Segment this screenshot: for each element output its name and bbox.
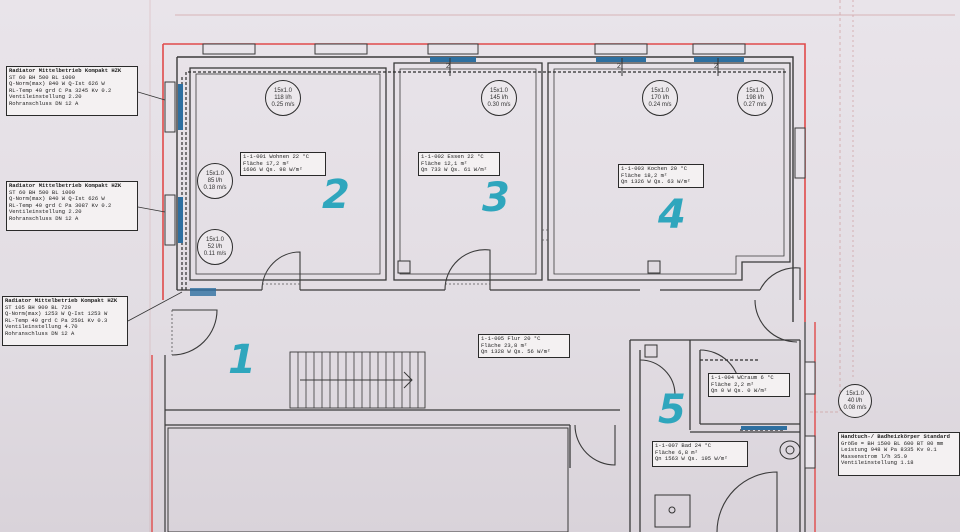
pipe-mark-3: 2 [714, 63, 718, 70]
heating-pipes [181, 71, 788, 431]
room-label-wcraum: 1-1-004 WCraum 6 °C Fläche 2,2 m² Qn 0 W… [708, 373, 790, 397]
room-walls [165, 62, 801, 532]
room-number-3: 3 [482, 175, 510, 221]
radiators [178, 57, 787, 430]
flow-circle-6: 15x1.0 198 l/h 0.27 m/s [737, 80, 773, 116]
flow-circle-5: 15x1.0 170 l/h 0.24 m/s [642, 80, 678, 116]
outer-walls [151, 43, 816, 532]
room-label-flur: 1-1-005 Flur 20 °C Fläche 23,8 m² Qn 132… [478, 334, 570, 358]
stairs [289, 351, 426, 409]
flow-circle-1: 15x1.0 118 l/h 0.25 m/s [265, 80, 301, 116]
room-label-essen: 1-1-002 Essen 22 °C Fläche 12,1 m² Qn 73… [418, 152, 500, 176]
leader-lines [127, 91, 183, 322]
room-number-5: 5 [658, 387, 686, 433]
radiator-label-4: Handtuch-/ Badheizkörper Standard Größe … [838, 432, 960, 476]
room-number-2: 2 [322, 172, 350, 218]
construction-lines [149, 0, 955, 532]
room-number-4: 4 [658, 192, 686, 238]
pipe-mark-2: 2 [617, 63, 621, 70]
room-label-kochen: 1-1-003 Kochen 20 °C Fläche 18,2 m² Qn 1… [618, 164, 704, 188]
room-label-wohnen: 1-1-001 Wohnen 22 °C Fläche 17,2 m² 1606… [240, 152, 326, 176]
pipe-mark-1: 2 [446, 63, 450, 70]
radiator-label-2: Radiator Mittelbetrieb Kompakt HZK ST 60… [6, 181, 138, 231]
windows [164, 43, 816, 469]
pipe-marks [449, 58, 719, 76]
flow-circle-2: 15x1.0 85 l/h 0.18 m/s [197, 163, 233, 199]
doors [171, 249, 801, 532]
thresholds [171, 229, 548, 355]
flow-circle-3: 15x1.0 52 l/h 0.11 m/s [197, 229, 233, 265]
bathroom-fixtures [654, 440, 801, 528]
flow-circle-4: 15x1.0 145 l/h 0.30 m/s [481, 80, 517, 116]
shafts [397, 260, 661, 358]
room-label-bad: 1-1-007 Bad 24 °C Fläche 6,8 m² Qn 1563 … [652, 441, 748, 467]
stair-arrow [300, 371, 413, 389]
radiator-label-3: Radiator Mittelbetrieb Kompakt HZK ST 10… [2, 296, 128, 346]
room-number-1: 1 [228, 337, 256, 383]
flow-circle-7: 15x1.0 40 l/h 0.08 m/s [838, 384, 872, 418]
radiator-label-1: Radiator Mittelbetrieb Kompakt HZK ST 60… [6, 66, 138, 116]
